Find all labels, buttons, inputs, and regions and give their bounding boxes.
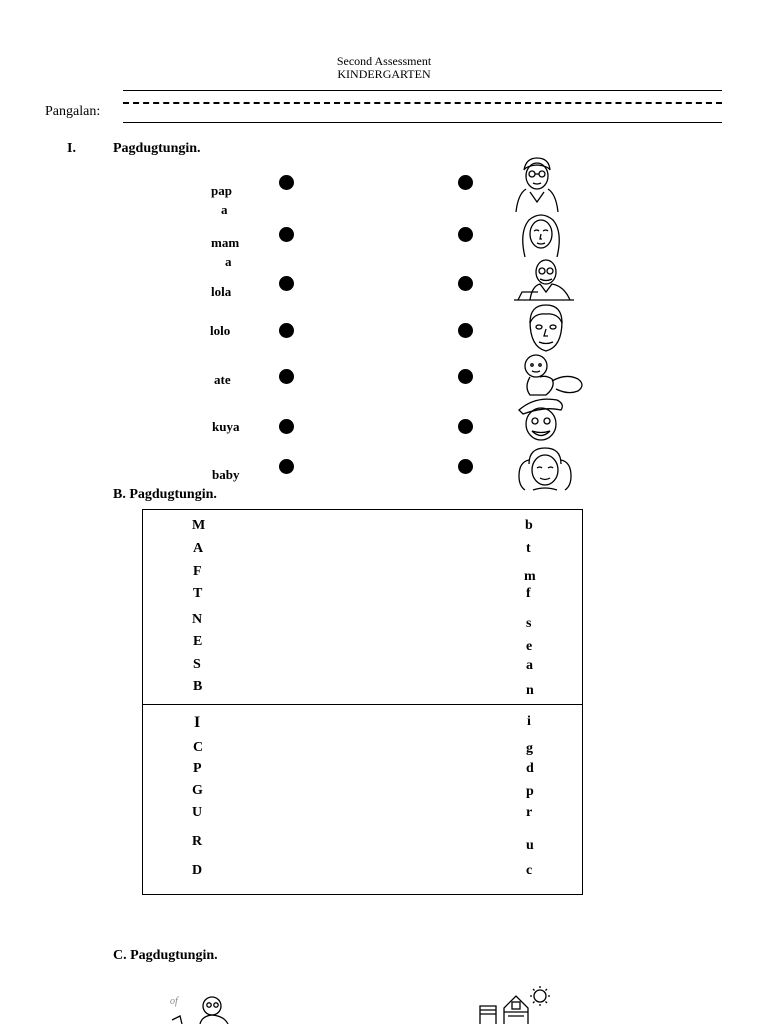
word-lola: lola [211, 284, 232, 299]
lowercase-letter: i [527, 714, 531, 729]
section-c-title: C. Pagdugtungin. [113, 948, 218, 963]
left-match-dot[interactable] [279, 419, 294, 434]
uppercase-letter: G [192, 783, 203, 798]
lowercase-letter: g [526, 741, 533, 756]
uppercase-letter: N [192, 612, 203, 627]
left-match-dot[interactable] [279, 175, 294, 190]
word-papa: pap a [211, 183, 232, 217]
uppercase-letter: S [193, 657, 201, 672]
uppercase-letter: B [193, 679, 203, 694]
right-match-dot[interactable] [458, 459, 473, 474]
right-match-dot[interactable] [458, 175, 473, 190]
right-match-dot[interactable] [458, 227, 473, 242]
left-match-dot[interactable] [279, 369, 294, 384]
lowercase-letter: a [526, 658, 533, 673]
right-match-dot[interactable] [458, 369, 473, 384]
woman-icon [522, 214, 560, 258]
name-writing-line[interactable] [123, 102, 722, 104]
lowercase-letter: s [526, 616, 532, 631]
lowercase-letter: t [526, 541, 531, 556]
uppercase-letter: C [193, 740, 204, 755]
word-mama: mam a [211, 235, 240, 269]
bottom-rule [123, 122, 722, 123]
word-kuya: kuya [212, 419, 240, 434]
top-rule [123, 90, 722, 91]
uppercase-letter: D [192, 863, 203, 878]
letter-matching-box [142, 509, 583, 895]
right-match-dot[interactable] [458, 323, 473, 338]
right-match-dot[interactable] [458, 276, 473, 291]
assessment-title: Second Assessment [336, 54, 432, 68]
man-icon [529, 304, 563, 352]
lowercase-letter: u [526, 838, 534, 853]
uppercase-letter: M [192, 518, 206, 533]
grandfather-reading-icon: of [170, 996, 229, 1024]
lowercase-letter: f [526, 586, 531, 601]
left-match-dot[interactable] [279, 459, 294, 474]
uppercase-letter: T [193, 586, 203, 601]
grade-level: KINDERGARTEN [337, 67, 431, 81]
uppercase-letter: F [193, 564, 202, 579]
baby-icon [524, 354, 583, 396]
right-match-dot[interactable] [458, 419, 473, 434]
grandmother-icon [515, 157, 559, 212]
uppercase-letter: P [193, 761, 202, 776]
word-ate: ate [214, 372, 231, 387]
uppercase-letter: A [193, 541, 204, 556]
word-lolo: lolo [210, 323, 231, 338]
grandfather-icon [514, 259, 574, 301]
lowercase-letter: p [526, 784, 534, 799]
lowercase-letter: c [526, 863, 533, 878]
section-a-title: Pagdugtungin. [113, 141, 201, 156]
left-match-dot[interactable] [279, 227, 294, 242]
uppercase-letter: I [194, 714, 201, 731]
svg-text:of: of [170, 996, 179, 1007]
section-b-title: B. Pagdugtungin. [113, 487, 217, 502]
lowercase-letter: d [526, 761, 534, 776]
box-divider [142, 704, 583, 705]
lowercase-letter: m [524, 569, 536, 584]
section-number: I. [67, 141, 76, 156]
uppercase-letter: U [192, 805, 203, 820]
uppercase-letter: E [193, 634, 203, 649]
left-match-dot[interactable] [279, 323, 294, 338]
lowercase-letter: b [525, 518, 533, 533]
boy-icon [518, 398, 563, 441]
lowercase-letter: e [526, 639, 533, 654]
girl-icon [518, 447, 572, 491]
lowercase-letter: r [526, 805, 533, 820]
name-label: Pangalan: [45, 104, 101, 119]
lowercase-letter: n [526, 683, 534, 698]
left-match-dot[interactable] [279, 276, 294, 291]
school-house-icon [479, 986, 550, 1024]
uppercase-letter: R [192, 834, 203, 849]
word-baby: baby [212, 467, 240, 482]
